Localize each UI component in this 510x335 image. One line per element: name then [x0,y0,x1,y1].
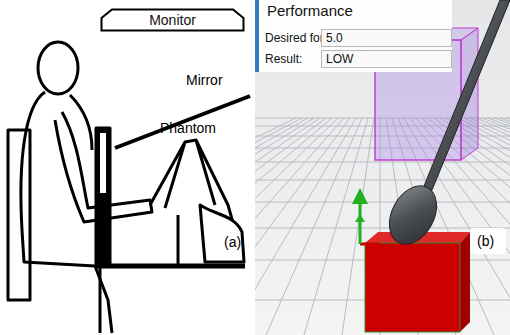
monitor-outline [102,10,244,31]
grid-line [494,118,510,335]
operator-figure [8,42,250,333]
force-arrowhead [355,214,365,222]
grid-line [255,118,314,335]
field-value: 5.0 [326,31,343,45]
grid-line [255,118,344,335]
table-leg [99,266,102,333]
grid-line [255,118,308,335]
mirror [115,96,250,148]
grid-line [476,118,510,335]
grid-line [255,118,320,335]
panel-tag: (a) [224,234,241,250]
spoon-bowl [380,178,446,252]
value-field: LOW [321,50,452,68]
grid-line [506,118,510,335]
performance-panel: PerformanceDesired force:Result:5.0LOW [255,0,452,72]
part-label: Mirror [186,72,223,88]
head [38,42,78,94]
grid-line [470,118,510,335]
phantom-stand [177,215,180,264]
grid-line [255,228,510,229]
grid-line [488,118,510,335]
grid-line [482,118,510,335]
panel-tag: (b) [477,233,494,249]
grid-line [255,118,332,335]
cube-side [460,232,470,332]
field-value: LOW [326,52,353,66]
part-label: Phantom [160,120,216,136]
tag-background [470,228,506,254]
scene-background [255,0,510,335]
panel-heading: Performance [267,2,353,19]
monitor-shape: Monitor [100,8,245,32]
phantom-base [200,205,244,262]
force-arrowhead [352,188,368,204]
x-axis [360,243,380,246]
field-label: Result: [265,52,302,66]
virtual-scene [255,0,510,335]
frame-post [96,128,110,264]
frame-window [100,133,106,193]
chair-back [8,130,30,300]
grid-line [500,118,510,335]
table [95,264,245,269]
device-label: Monitor [149,12,196,28]
value-field: 5.0 [321,29,452,47]
grid-line [255,118,356,335]
red-cube [365,243,460,332]
